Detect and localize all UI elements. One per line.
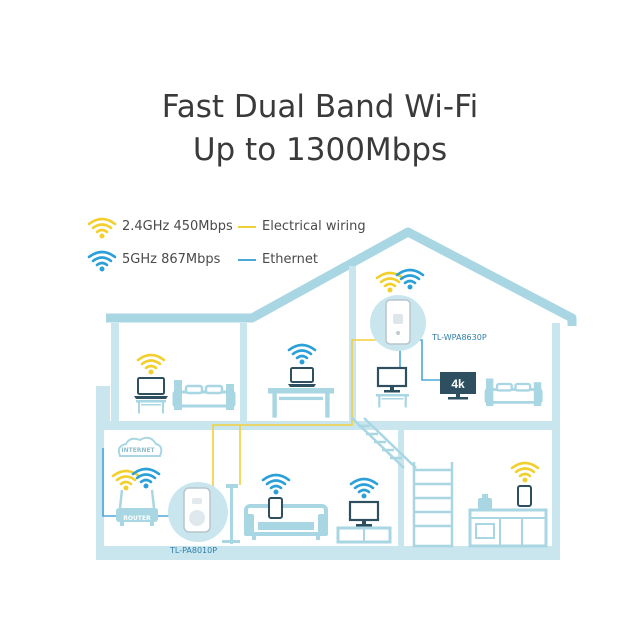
legend-24ghz-label: 2.4GHz 450Mbps	[122, 219, 233, 234]
wifi-5ghz-icon	[287, 343, 317, 366]
legend-electrical-label: Electrical wiring	[262, 219, 366, 234]
desk-icon	[136, 400, 166, 414]
desk-icon	[376, 394, 409, 408]
bed-icon	[172, 378, 236, 412]
router-icon	[116, 489, 158, 526]
laptop-icon	[288, 367, 316, 387]
tv-4k-icon	[440, 372, 476, 400]
kettle-icon	[478, 494, 492, 510]
legend-5ghz-wifi-icon	[87, 250, 117, 273]
monitor-icon	[348, 500, 380, 527]
internet-cloud-icon	[117, 436, 163, 457]
smartphone-icon	[517, 485, 532, 507]
electrical-wiring	[205, 339, 378, 501]
floor-lamp-icon	[222, 484, 240, 544]
wifi-5ghz-icon	[349, 477, 379, 500]
extender-label: TL-WPA8630P	[431, 333, 487, 342]
legend-ethernet-label: Ethernet	[262, 252, 318, 267]
router-label: ROUTER	[123, 515, 151, 522]
internet-label: INTERNET	[121, 447, 155, 454]
staircase-icon	[351, 417, 454, 548]
wifi-24ghz-icon	[510, 461, 540, 484]
adapter-device-icon	[183, 487, 211, 533]
tv-stand-icon	[336, 526, 392, 544]
sofa-icon	[244, 504, 328, 540]
laptop-icon	[134, 377, 168, 399]
headline-line-1: Fast Dual Band Wi-Fi	[161, 89, 479, 125]
smartphone-icon	[268, 497, 283, 519]
tv-4k-label: 4k	[451, 377, 465, 391]
monitor-icon	[376, 366, 408, 393]
legend-5ghz-label: 5GHz 867Mbps	[122, 252, 221, 267]
kitchen-counter-icon	[468, 508, 548, 548]
wifi-24ghz-icon	[136, 353, 166, 376]
legend-24ghz-wifi-icon	[87, 217, 117, 240]
headline: Fast Dual Band Wi-Fi Up to 1300Mbps	[0, 86, 640, 172]
adapter-label: TL-PA8010P	[169, 546, 217, 555]
bed-icon	[484, 377, 543, 408]
router-wifi-5ghz-icon	[131, 467, 161, 490]
desk-icon	[268, 388, 334, 418]
extender-device-icon	[385, 299, 411, 345]
wifi-5ghz-icon	[261, 473, 291, 496]
headline-line-2: Up to 1300Mbps	[192, 132, 448, 168]
